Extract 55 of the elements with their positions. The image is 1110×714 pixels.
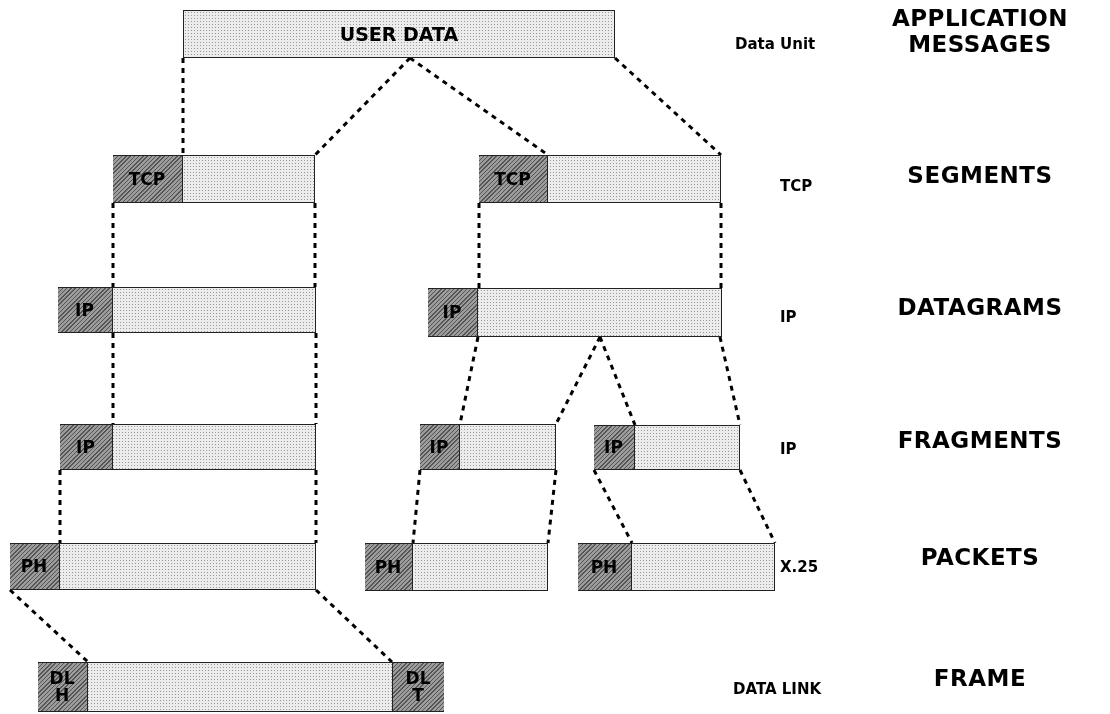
header-field: IP bbox=[427, 289, 478, 336]
payload-bar bbox=[58, 287, 316, 333]
protocol-label: IP bbox=[780, 440, 797, 458]
dotted-line bbox=[9, 588, 89, 664]
dotted-line bbox=[592, 469, 634, 544]
payload-bar bbox=[479, 155, 721, 203]
header-field: TCP bbox=[478, 156, 548, 202]
protocol-label: IP bbox=[780, 308, 797, 326]
dotted-line bbox=[598, 336, 637, 426]
header-field: IP bbox=[59, 425, 113, 469]
layer-unit-name: FRAME bbox=[932, 665, 1028, 691]
header-field: IP bbox=[593, 426, 635, 469]
payload-bar bbox=[578, 543, 775, 591]
dotted-line bbox=[738, 469, 777, 544]
dotted-line bbox=[314, 470, 318, 543]
header-field: PH bbox=[364, 544, 413, 590]
protocol-label: TCP bbox=[780, 177, 813, 195]
data-block: USER DATA bbox=[183, 10, 615, 58]
dotted-line bbox=[546, 469, 558, 544]
protocol-label: Data Unit bbox=[735, 35, 816, 53]
header-field: DL T bbox=[391, 663, 444, 711]
payload-bar bbox=[365, 543, 548, 591]
protocol-label: X.25 bbox=[780, 558, 819, 576]
dotted-line bbox=[313, 56, 412, 157]
dotted-line bbox=[411, 469, 422, 544]
dotted-line bbox=[314, 588, 394, 664]
dotted-line bbox=[719, 203, 723, 288]
layer-unit-name: DATAGRAMS bbox=[896, 294, 1064, 320]
payload-bar bbox=[38, 662, 444, 712]
header-field: TCP bbox=[112, 156, 183, 202]
header-field: PH bbox=[577, 544, 632, 590]
dotted-line bbox=[614, 56, 722, 157]
dotted-line bbox=[313, 203, 317, 287]
payload-bar bbox=[428, 288, 722, 337]
dotted-line bbox=[111, 203, 115, 287]
header-field: IP bbox=[57, 288, 113, 332]
protocol-label: DATA LINK bbox=[733, 680, 822, 698]
dotted-line bbox=[409, 56, 549, 157]
header-field: DL H bbox=[37, 663, 88, 711]
payload-bar bbox=[60, 424, 316, 470]
payload-bar bbox=[113, 155, 315, 203]
payload-bar bbox=[594, 425, 740, 470]
header-field: PH bbox=[9, 544, 60, 589]
layer-unit-name: PACKETS bbox=[919, 544, 1041, 570]
dotted-line bbox=[477, 203, 481, 288]
dotted-line bbox=[58, 470, 62, 543]
dotted-line bbox=[554, 336, 602, 425]
payload-bar bbox=[10, 543, 316, 590]
dotted-line bbox=[181, 58, 185, 155]
layer-unit-name: SEGMENTS bbox=[906, 162, 1054, 188]
dotted-line bbox=[314, 333, 318, 424]
layer-unit-name: APPLICATION MESSAGES bbox=[890, 5, 1070, 57]
header-field: IP bbox=[419, 425, 460, 469]
payload-bar bbox=[420, 424, 556, 470]
layer-unit-name: FRAGMENTS bbox=[896, 427, 1064, 453]
